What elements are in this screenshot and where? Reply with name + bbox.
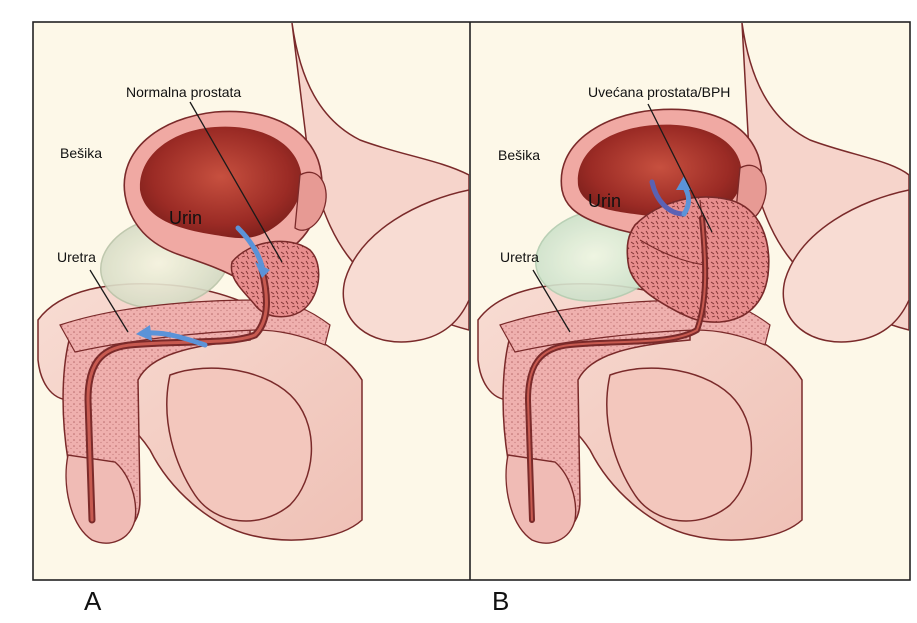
label-urine: Urin: [588, 191, 621, 211]
label-urine: Urin: [169, 208, 202, 228]
label-prostate: Normalna prostata: [126, 84, 241, 100]
panel-letter-b: B: [492, 588, 509, 614]
label-urethra: Uretra: [57, 249, 96, 265]
label-prostate: Uvećana prostata/BPH: [588, 84, 730, 100]
panel-letter-a: A: [84, 588, 101, 614]
label-bladder: Bešika: [60, 145, 102, 161]
label-bladder: Bešika: [498, 147, 540, 163]
label-urethra: Uretra: [500, 249, 539, 265]
